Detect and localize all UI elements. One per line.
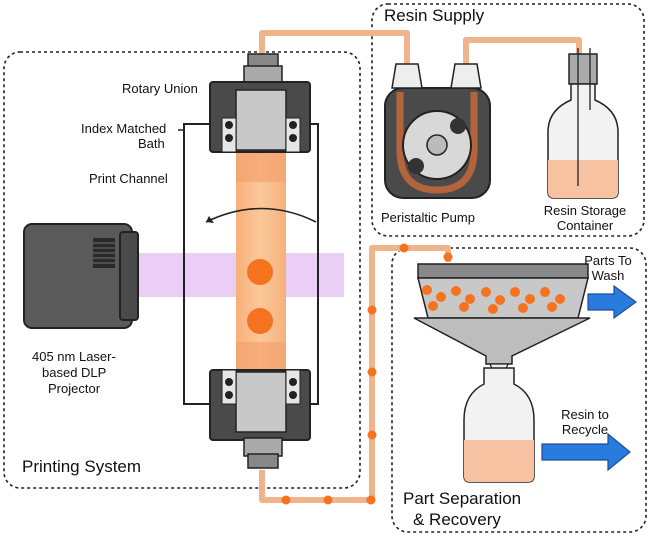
arrow-right-icon — [587, 284, 638, 320]
funnel-icon — [413, 317, 591, 365]
printing-system-box — [3, 51, 361, 489]
resin-storage-label-line1: Resin Storage — [543, 203, 627, 218]
resin-recycle-label-line1: Resin to — [561, 407, 609, 422]
printing-system-title: Printing System — [22, 457, 142, 476]
index-bath-label-line2: Bath — [138, 136, 165, 151]
recycle-arrow-icon — [541, 432, 631, 472]
projector-icon — [23, 223, 139, 329]
projector-label-line3: Projector — [48, 381, 101, 396]
part-separation-title-line2: & Recovery — [413, 510, 501, 529]
tubing-parts — [281, 243, 453, 505]
bottom-rotary-union-icon — [209, 369, 311, 469]
index-bath-label-line1: Index Matched — [81, 121, 167, 136]
parts-to-wash-label-line1: Parts To — [584, 253, 632, 268]
resin-supply-title: Resin Supply — [384, 6, 485, 25]
peristaltic-pump-label: Peristaltic Pump — [381, 210, 475, 225]
resin-storage-label-line2: Container — [556, 218, 614, 233]
rotary-union-label: Rotary Union — [122, 81, 198, 96]
resin-bottle-icon — [547, 48, 619, 199]
part-separation-box — [391, 247, 647, 533]
print-channel-icon — [205, 152, 317, 372]
projector-label-line1: 405 nm Laser- — [32, 349, 116, 364]
resin-recycle-label-line2: Recycle — [561, 422, 609, 437]
peristaltic-pump-icon — [384, 63, 491, 199]
parts-to-wash-label-line2: Wash — [591, 268, 625, 283]
resin-supply-box — [371, 3, 645, 237]
rotary-union-icon — [209, 53, 311, 153]
sieve-icon — [417, 263, 589, 319]
part-separation-title-line1: Part Separation — [403, 489, 522, 508]
projector-label-line2: based DLP — [42, 365, 107, 380]
print-channel-label: Print Channel — [89, 171, 168, 186]
recycle-bottle-icon — [463, 367, 535, 483]
